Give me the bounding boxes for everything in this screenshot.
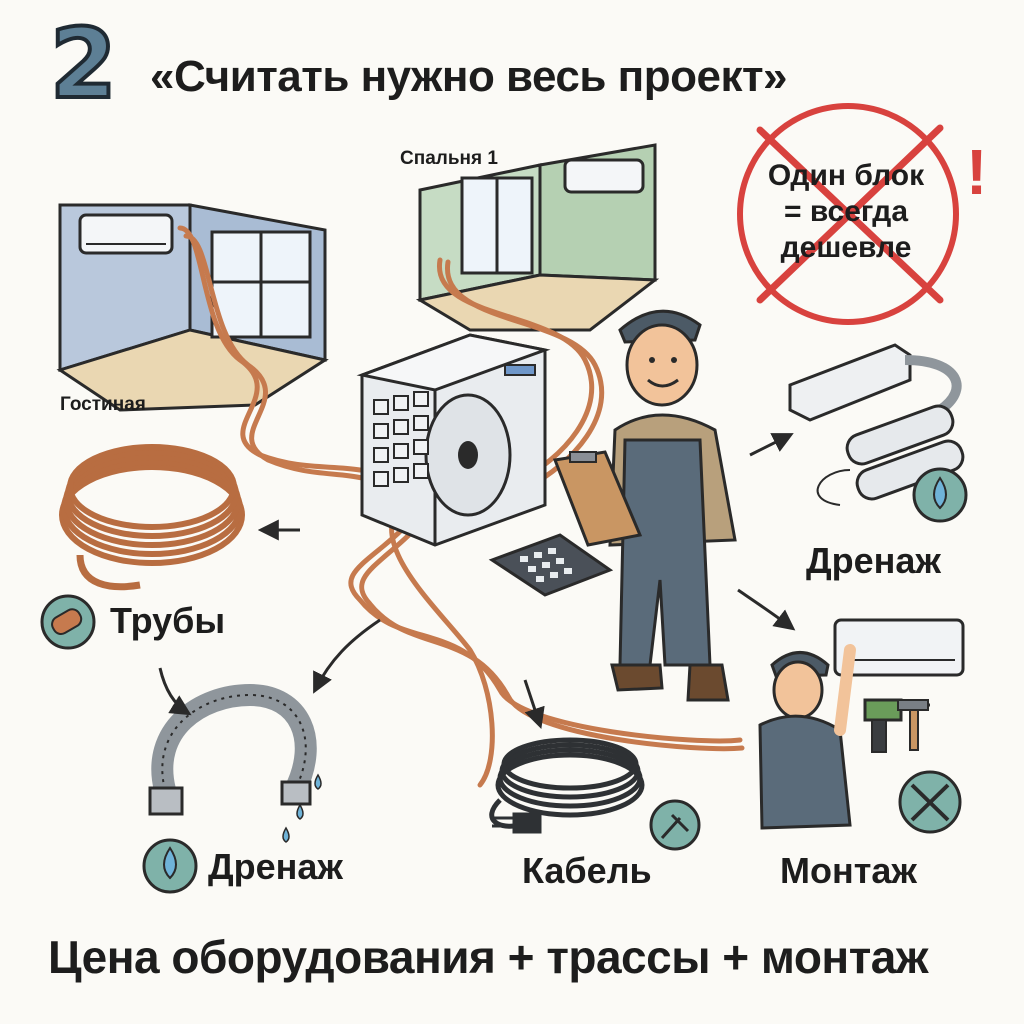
myth-text: Один блок = всегда дешевле xyxy=(736,158,956,266)
myth-line-3: дешевле xyxy=(780,231,912,264)
install-label: Монтаж xyxy=(780,850,917,891)
cable-coil xyxy=(489,737,645,834)
bedroom-label: Спальня 1 xyxy=(400,148,498,169)
crossed-out-myth-badge xyxy=(737,103,959,325)
copper-pipe-icon xyxy=(40,594,96,650)
water-drop-icon-right xyxy=(912,467,968,523)
myth-line-2: = всегда xyxy=(784,195,908,228)
step-number: 2 xyxy=(48,8,119,120)
bedroom-illustration xyxy=(415,143,660,332)
water-drop-icon xyxy=(142,838,198,894)
bedroom-ac-unit xyxy=(563,158,645,194)
drain-label-right: Дренаж xyxy=(806,540,941,581)
page-title: «Считать нужно весь проект» xyxy=(150,52,788,101)
drain-hose xyxy=(148,683,322,843)
plug-icon xyxy=(649,799,701,851)
pipe-routes xyxy=(177,225,745,788)
cost-formula: Цена оборудования + трассы + монтаж xyxy=(48,931,928,983)
flow-arrows xyxy=(158,433,796,729)
outdoor-ac-unit xyxy=(356,333,551,547)
tools-icon xyxy=(898,770,962,834)
living-room-ac-unit xyxy=(78,213,174,255)
pipes-label: Трубы xyxy=(110,600,226,641)
living-room-label: Гостиная xyxy=(60,394,146,415)
cable-label: Кабель xyxy=(522,850,652,891)
myth-line-1: Один блок xyxy=(767,159,925,192)
drain-label-left: Дренаж xyxy=(208,846,343,887)
installer-figure xyxy=(758,618,965,830)
indoor-unit-kit xyxy=(788,343,965,506)
exclamation-mark: ! xyxy=(966,136,988,208)
technician-figure xyxy=(552,309,737,702)
copper-pipe-coil xyxy=(59,444,245,591)
calculator-icon xyxy=(488,533,614,597)
